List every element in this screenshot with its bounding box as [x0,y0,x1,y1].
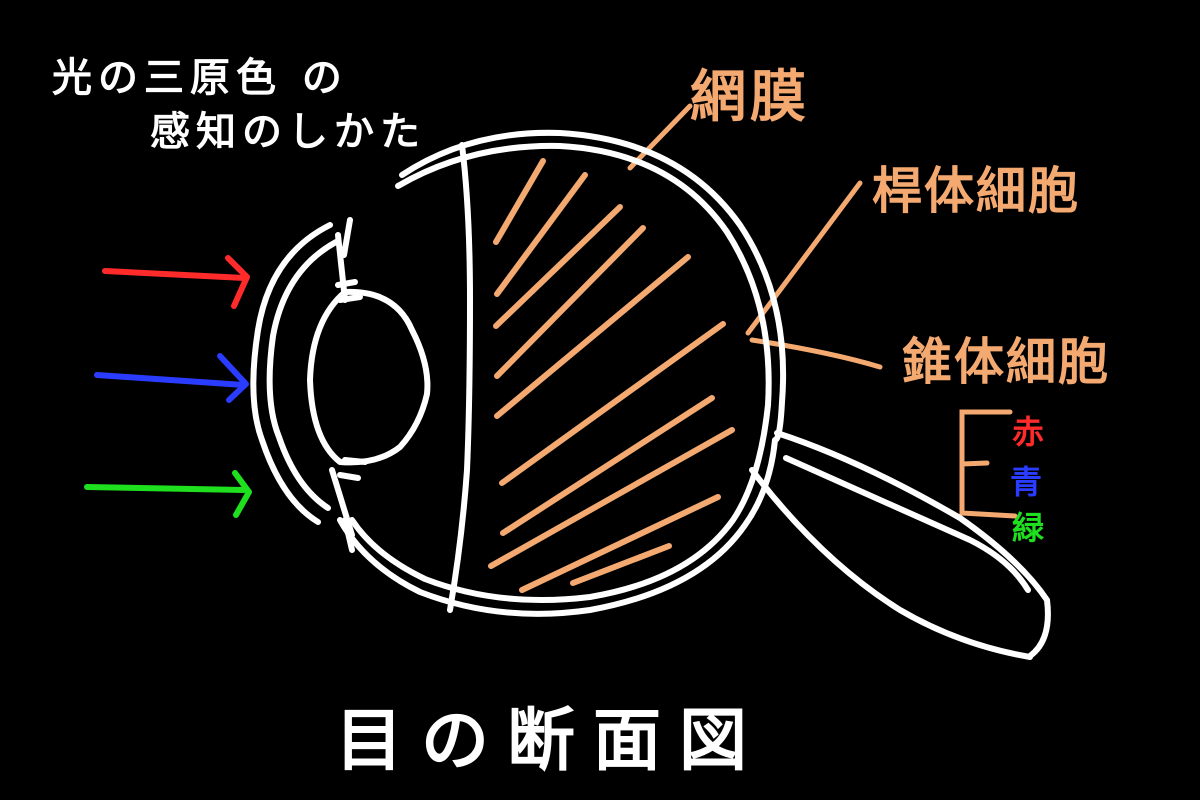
cone-types-bracket [959,409,1018,519]
red-light-arrow [102,255,250,309]
green-light-arrow [84,470,252,518]
optic-nerve-inner [783,455,1031,593]
sclera-inner [349,142,772,604]
ciliary-upper [335,279,363,303]
ciliary-lower [337,457,368,481]
cone-cell-leader-line [749,337,883,370]
rod-cell-leader-line [745,180,863,336]
retina-leader-line [627,103,693,171]
cornea-outer [250,222,333,525]
sclera-outer [337,129,787,617]
blue-light-arrow [94,353,249,403]
cone-type-green-label: 緑 [1012,509,1045,547]
cone-type-blue-label: 青 [1010,463,1043,501]
retina-boundary [447,142,473,613]
lens [307,288,431,466]
iris-lower [329,467,355,553]
cone-cell-label: 錐体細胞 [902,333,1110,391]
rod-cell-label: 桿体細胞 [872,162,1080,220]
cone-type-red-label: 赤 [1012,413,1045,451]
retina-label: 網膜 [690,65,810,130]
cornea-inner [266,239,339,511]
retina-hatching [488,158,735,593]
optic-nerve-lower [749,467,1033,660]
diagram-caption: 目の断面図 [335,702,766,781]
optic-nerve-upper [774,430,1051,659]
iris-upper [335,217,353,303]
incoming-light-arrows [84,255,252,518]
title-line-1: 光の三原色 の [52,55,348,101]
title-line-2: 感知のしかた [150,109,426,155]
eyeball-outline [250,129,1051,660]
